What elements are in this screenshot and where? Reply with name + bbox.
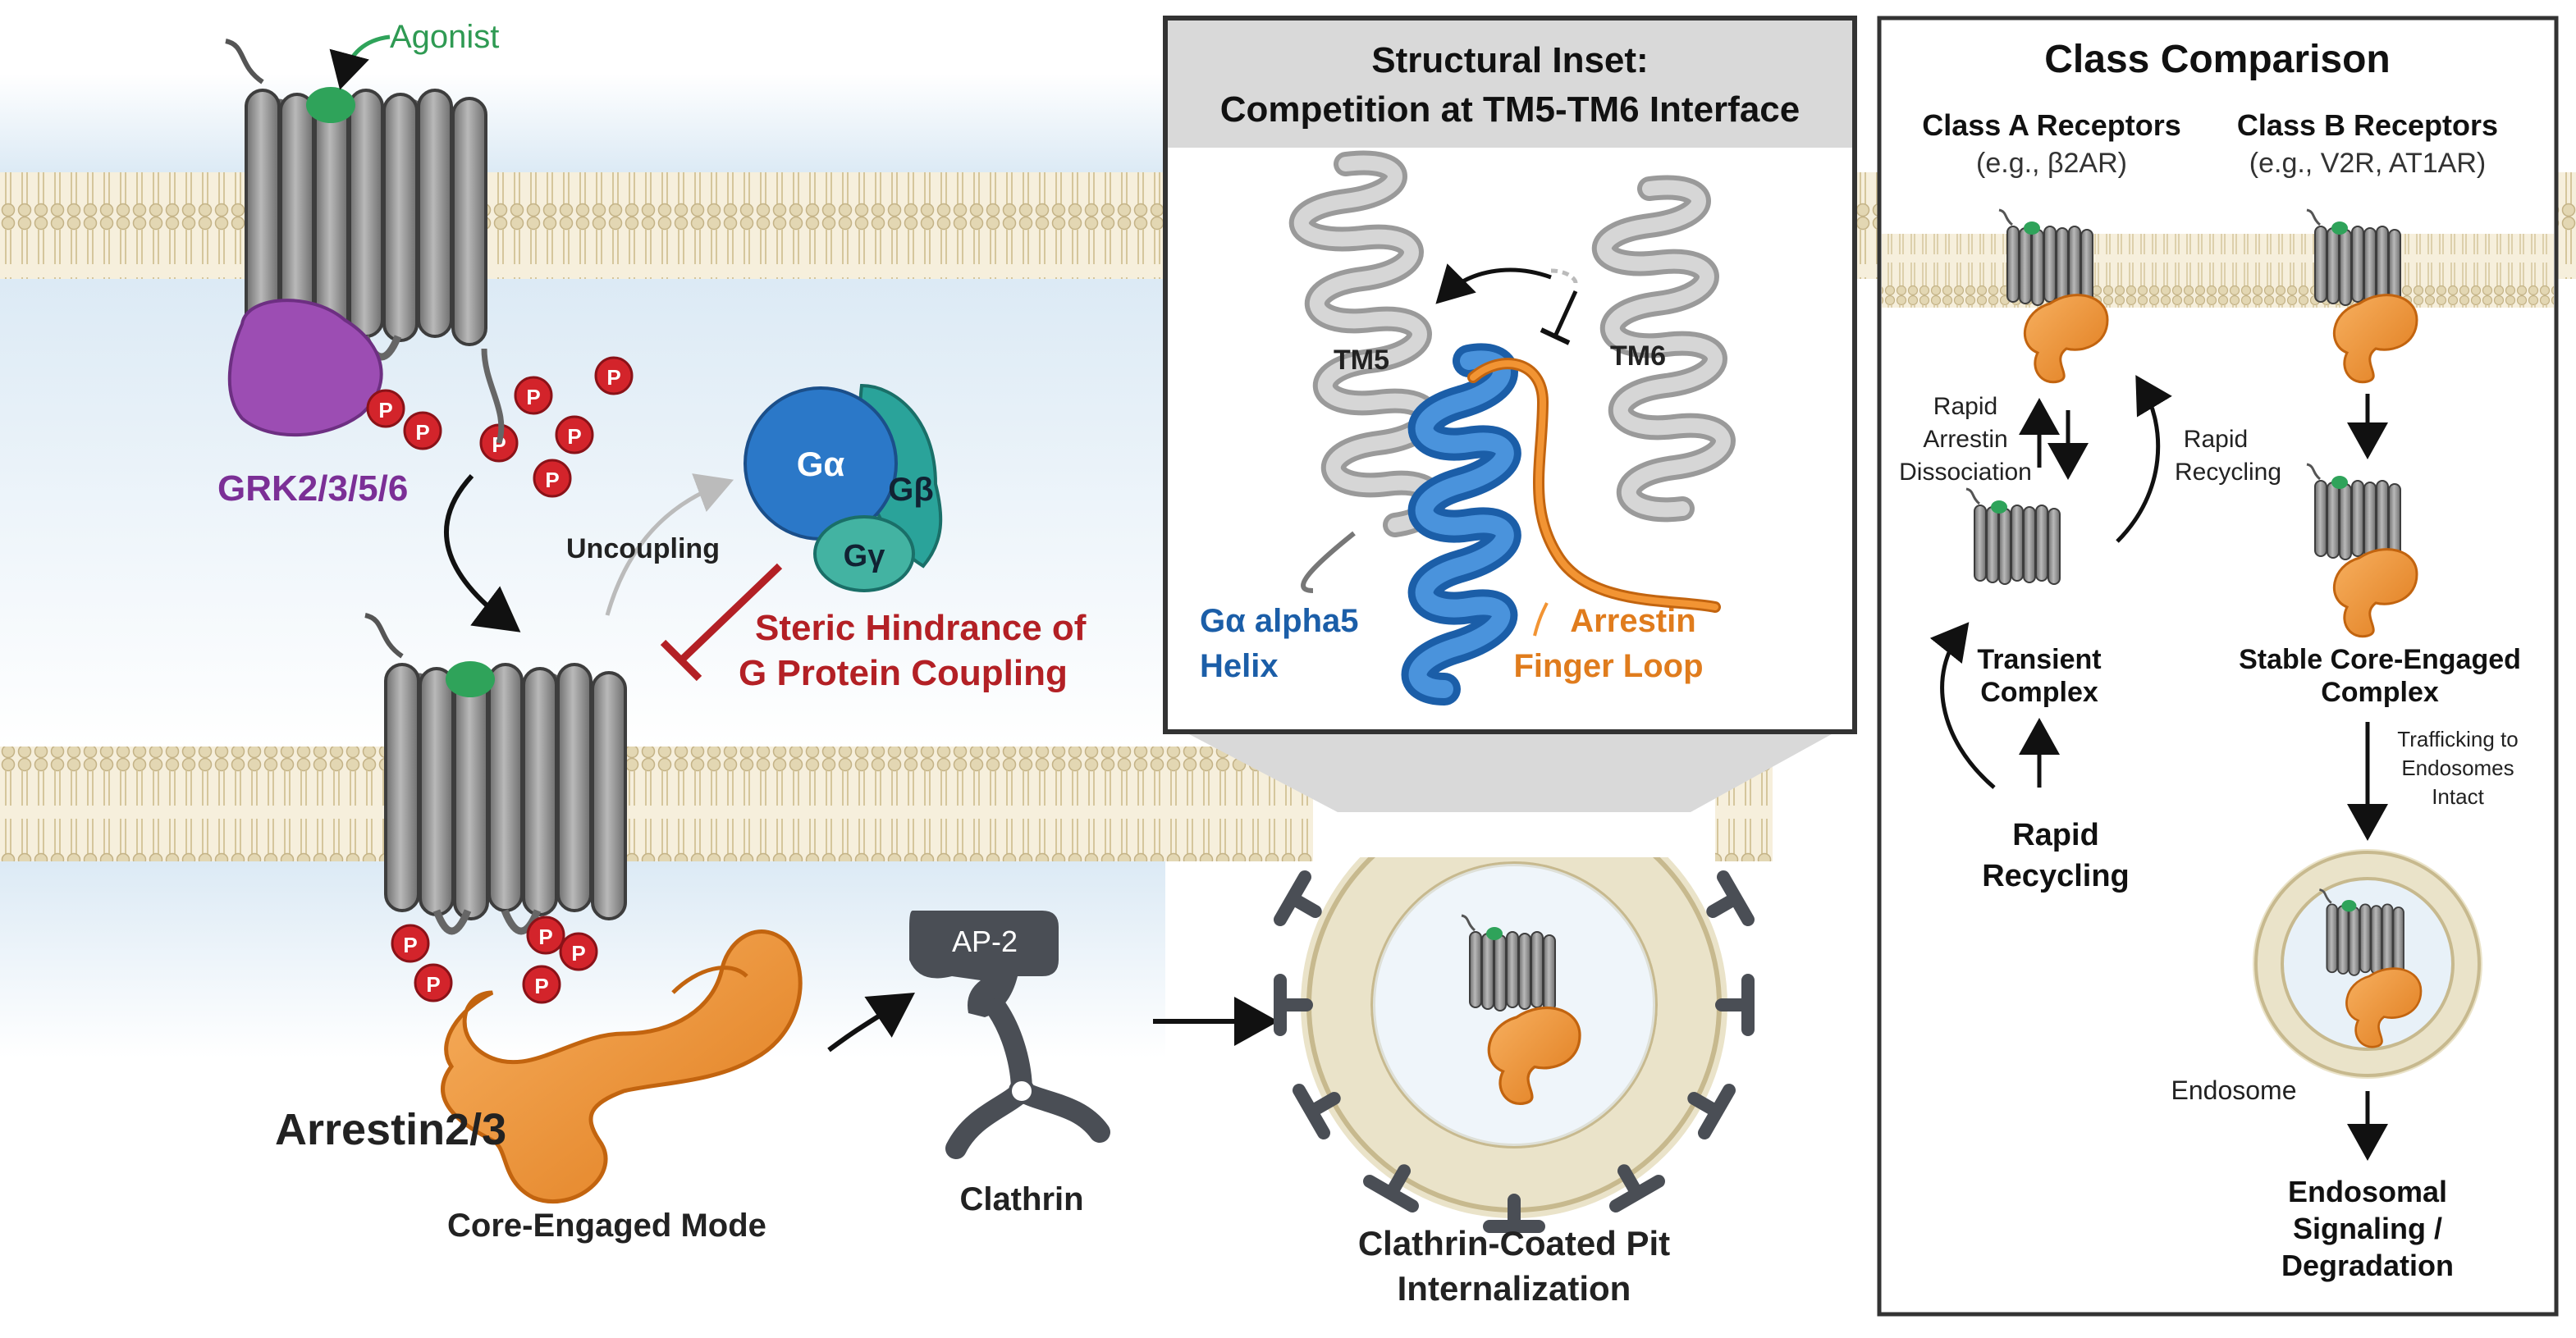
receptor-top — [226, 41, 486, 357]
bottom-recyc-1: Rapid — [2012, 818, 2099, 852]
transient-1: Transient — [1977, 644, 2101, 675]
rapid-dissoc-1: Rapid — [1933, 393, 1997, 420]
rapid-recyc-1: Rapid — [2184, 426, 2248, 453]
comparison-title: Class Comparison — [2044, 38, 2390, 81]
class-a-recycle-arrow — [2116, 375, 2172, 543]
main-pathway-panel: Agonist GRK2/3/5/6 P P P P P P P Uncoupl… — [0, 19, 2576, 1308]
endosome-label: Endosome — [2171, 1075, 2297, 1105]
bottom-recyc-2: Recycling — [1982, 859, 2130, 893]
endo-sig-3: Degradation — [2281, 1249, 2454, 1282]
agonist-label: Agonist — [390, 19, 499, 55]
agonist-pointer-arrow — [329, 34, 391, 90]
tm5-label: TM5 — [1334, 345, 1389, 376]
phospho-p: P — [534, 974, 548, 998]
competition-block-bar — [1540, 327, 1571, 345]
receptor-arrestin-bound — [365, 615, 625, 931]
steric-line1: Steric Hindrance of — [755, 608, 1087, 648]
steric-line2: G Protein Coupling — [739, 653, 1068, 693]
to-ap2-arrow — [827, 993, 915, 1053]
class-b-example: (e.g., V2R, AT1AR) — [2249, 148, 2486, 179]
grk-label: GRK2/3/5/6 — [217, 468, 408, 509]
extracellular-bg — [0, 74, 1165, 172]
phospho-p: P — [526, 385, 540, 409]
g-alpha-label: Gα — [797, 445, 845, 483]
clathrin-coated-pit — [1215, 742, 1773, 1226]
tm5-helix — [1288, 150, 1447, 593]
galpha5-label-line2: Helix — [1200, 648, 1279, 684]
inset-title-line1: Structural Inset: — [1371, 40, 1648, 80]
phospho-p: P — [415, 420, 429, 445]
galpha5-label-line1: Gα alpha5 — [1200, 603, 1359, 639]
phospho-p: P — [378, 398, 392, 422]
comparison-membrane — [1882, 234, 2554, 308]
traffic-1: Trafficking to — [2397, 727, 2518, 751]
agonist-ligand-bottom — [446, 661, 495, 697]
endo-sig-1: Endosomal — [2288, 1175, 2447, 1208]
phospho-group-bottom: P P P P P — [391, 916, 598, 1004]
rapid-dissoc-2: Arrestin — [1923, 426, 2007, 453]
phospho-p: P — [545, 468, 559, 492]
phospho-p: P — [567, 424, 581, 449]
pit-label-line1: Clathrin-Coated Pit — [1358, 1224, 1670, 1263]
g-protein: Gα Gβ Gγ — [744, 383, 943, 592]
endosome — [2253, 849, 2482, 1079]
pit-label-line2: Internalization — [1398, 1269, 1631, 1308]
finger-loop-pointer — [1533, 602, 1549, 637]
lower-membrane — [0, 747, 1313, 861]
competition-block-line — [1553, 290, 1578, 338]
class-a-title: Class A Receptors — [1922, 108, 2180, 142]
ap2-label: AP-2 — [952, 925, 1018, 958]
inset-header — [1168, 21, 1852, 148]
class-a-recycle-curve-arrow — [1929, 622, 1996, 789]
g-gamma-label: Gγ — [844, 539, 885, 573]
stable-1: Stable Core-Engaged — [2239, 644, 2521, 675]
traffic-2: Endosomes — [2401, 756, 2514, 780]
clathrin-label: Clathrin — [959, 1181, 1083, 1217]
arrestin-finger-loop — [671, 966, 748, 994]
arrestin-label: Arrestin2/3 — [275, 1105, 506, 1154]
agonist-ligand-top — [306, 87, 355, 123]
phospho-p: P — [606, 365, 620, 390]
clathrin-triskelion — [956, 1009, 1100, 1148]
arrestin-finger-label-line2: Finger Loop — [1513, 648, 1703, 684]
arrestin-finger-label-line1: Arrestin — [1570, 603, 1695, 639]
uncoupling-arrow — [605, 473, 734, 616]
phosphorylation-to-arrestin-arrow — [443, 473, 521, 632]
grk-kinase — [227, 299, 383, 437]
c-tail-top — [481, 348, 505, 445]
class-comparison-panel: Class Comparison Class A Receptors (e.g.… — [1877, 16, 2559, 1317]
phospho-p: P — [426, 972, 440, 997]
phospho-p: P — [403, 933, 417, 957]
tm6-label: TM6 — [1610, 340, 1666, 372]
phospho-p: P — [571, 941, 585, 966]
inset-title-line2: Competition at TM5-TM6 Interface — [1220, 89, 1800, 130]
transient-2: Complex — [1980, 677, 2098, 708]
galpha5-helix — [1401, 343, 1521, 706]
tm6-helix — [1592, 175, 1736, 523]
structural-inset: Structural Inset: Competition at TM5-TM6… — [1163, 16, 1857, 812]
traffic-3: Intact — [2432, 784, 2484, 809]
competition-arrow — [1435, 263, 1552, 304]
uncoupling-label: Uncoupling — [566, 533, 720, 564]
steric-hindrance-inhibitor — [660, 563, 783, 682]
rapid-dissoc-3: Dissociation — [1899, 459, 2032, 486]
core-engaged-mode-label: Core-Engaged Mode — [447, 1208, 766, 1244]
class-a-example: (e.g., β2AR) — [1976, 148, 2127, 179]
ap2-adaptor: AP-2 — [909, 911, 1059, 1017]
g-beta-label: Gβ — [888, 472, 934, 508]
endo-sig-2: Signaling / — [2293, 1212, 2442, 1245]
arrestin-core-engaged — [441, 929, 803, 1204]
upper-membrane — [0, 172, 1165, 279]
inset-callout-wedge — [1174, 726, 1846, 812]
class-b-title: Class B Receptors — [2237, 108, 2498, 142]
g-gamma-subunit — [813, 515, 915, 592]
stable-2: Complex — [2321, 677, 2439, 708]
phospho-p: P — [538, 925, 552, 949]
rapid-recyc-2: Recycling — [2175, 459, 2281, 486]
